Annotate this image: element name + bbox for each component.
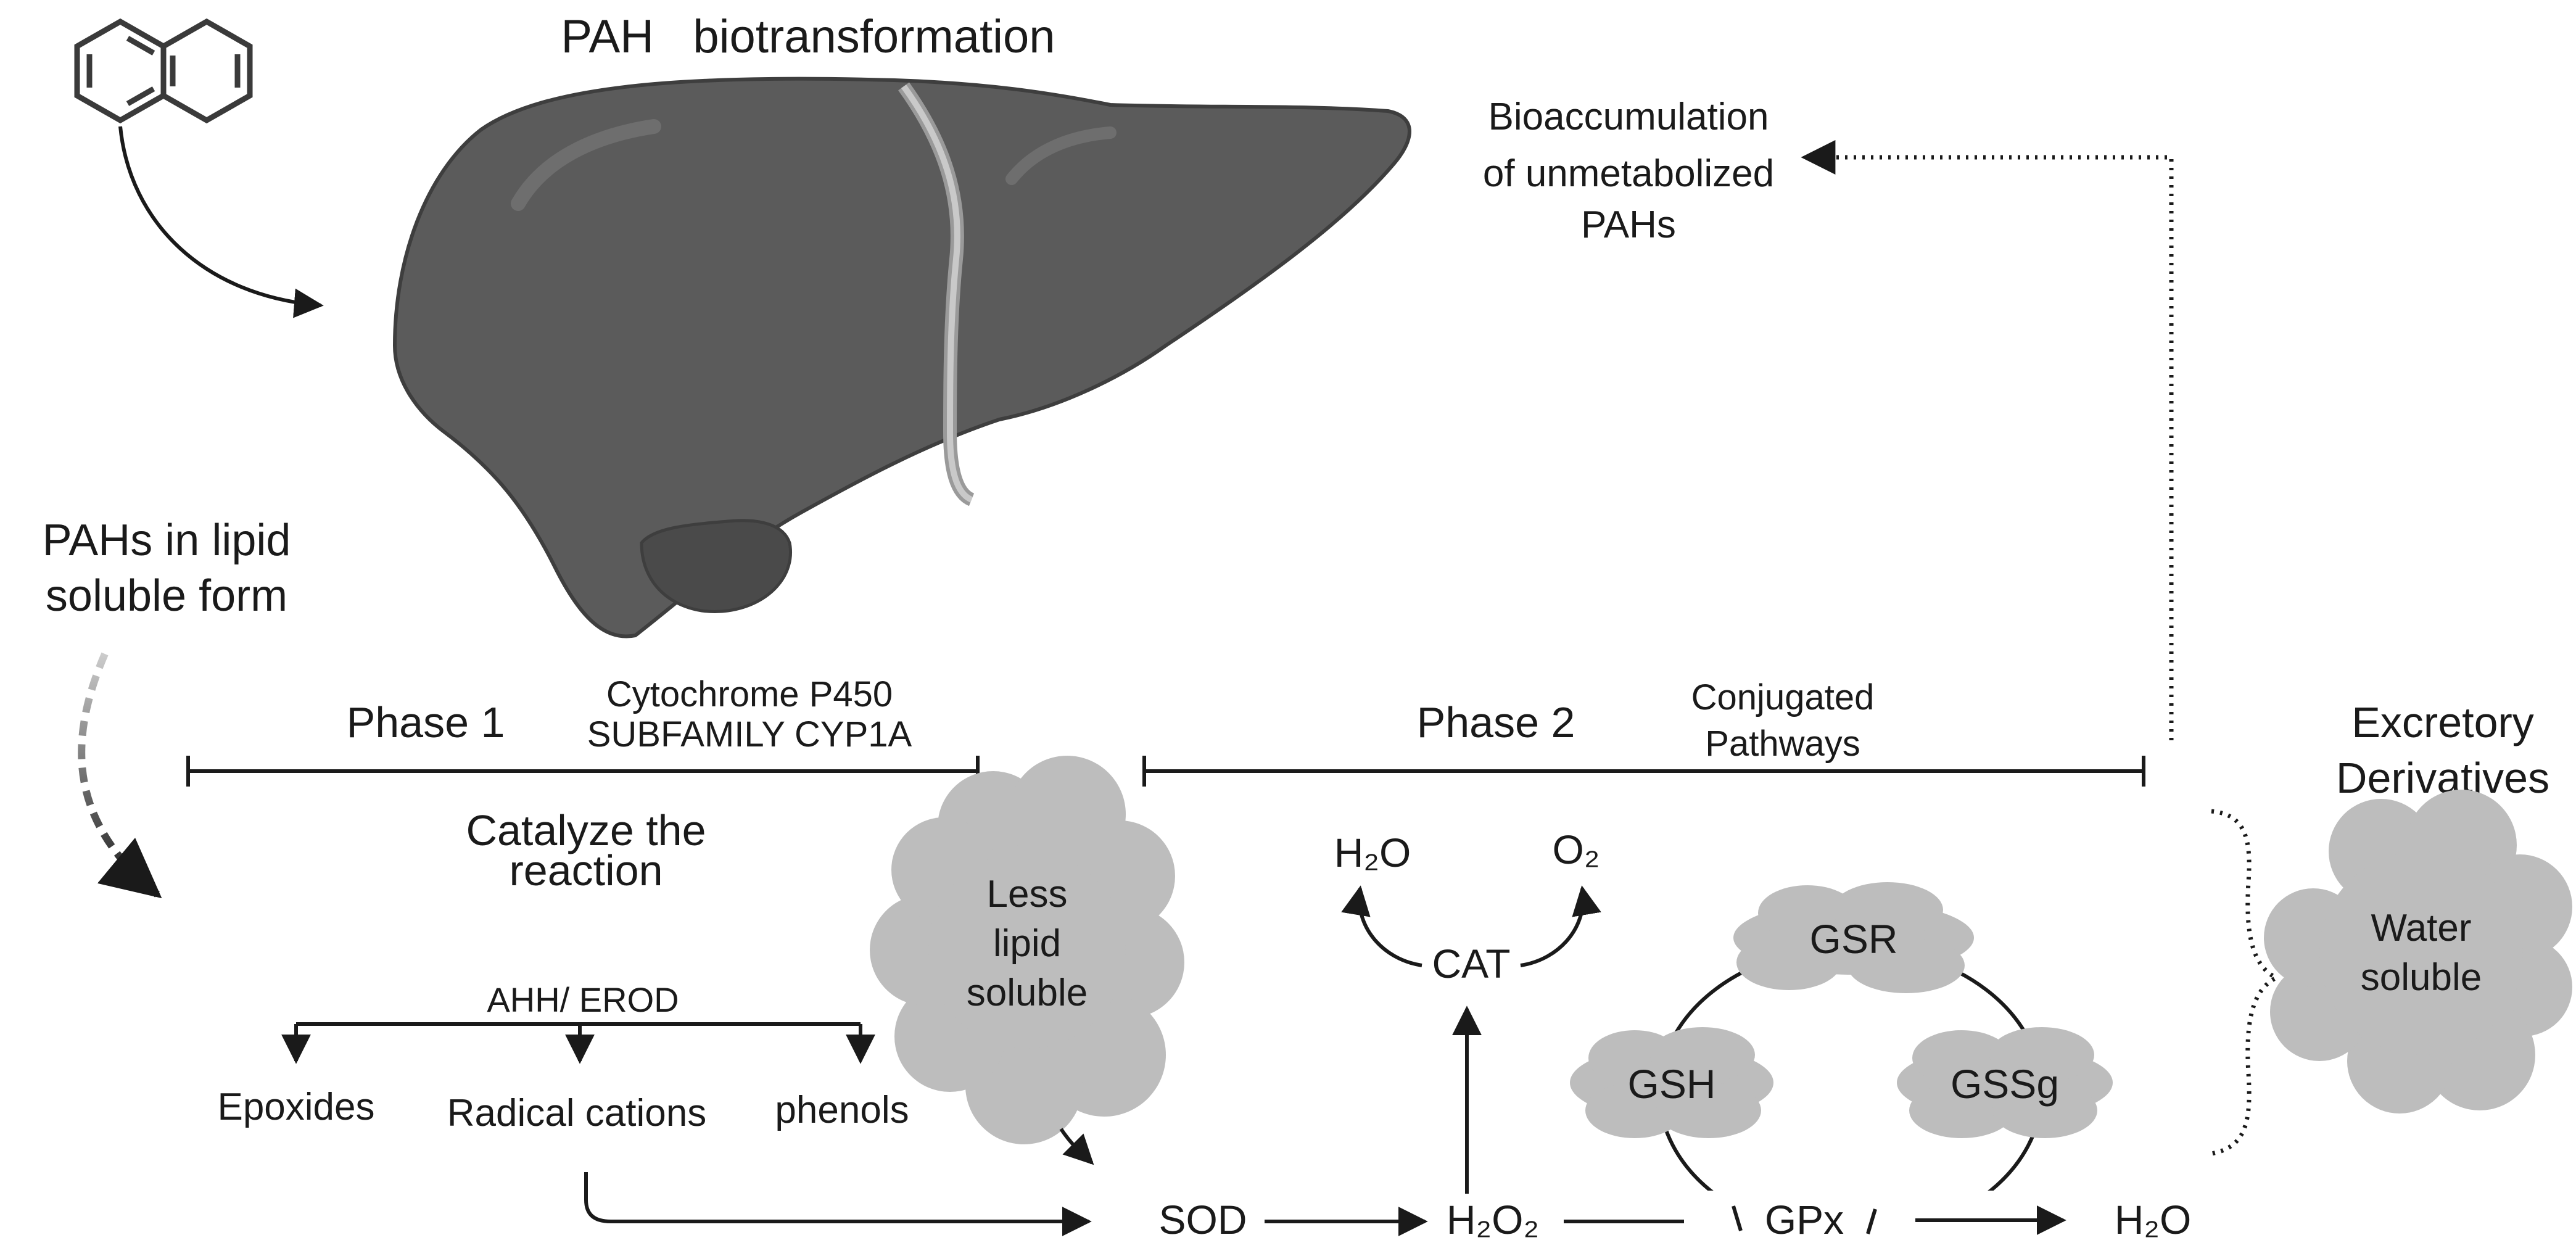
cat-product-o2: O₂ [1553,827,1600,872]
cat-to-h2o-arrow [1341,885,1422,967]
gsh-cloud [1570,1027,1773,1138]
final-h2o-label: H₂O [2115,1197,2192,1242]
less-lipid-line3: soluble [967,972,1088,1014]
svg-text:Pathways: Pathways [1705,724,1860,764]
svg-text:SUBFAMILY CYP1A: SUBFAMILY CYP1A [587,714,912,754]
diagram-title: PAH biotransformation [561,10,1055,63]
catalyze-label: Catalyze the reaction [466,806,706,894]
gssg-label: GSSg [1951,1061,2059,1107]
svg-text:Conjugated: Conjugated [1691,677,1875,717]
gssg-inhibition-tick [1866,1208,1877,1234]
less-lipid-line2: lipid [993,922,1061,965]
conjugated-pathways-label: Conjugated Pathways [1691,677,1875,764]
excretory-dotted-brace [2211,809,2281,1156]
gsr-label: GSR [1809,916,1897,962]
lipid-soluble-dashed-arrow [78,652,162,899]
gsr-cloud [1733,882,1974,993]
bioaccumulation-dotted-arrow [1801,140,2174,740]
cytochrome-label: Cytochrome P450 SUBFAMILY CYP1A [587,674,912,754]
molecule-to-liver-arrow [118,126,324,318]
pahs-lipid-soluble-label: PAHs in lipid soluble form [43,516,291,621]
svg-text:PAHs: PAHs [1581,204,1676,246]
svg-text:PAHs in lipid: PAHs in lipid [43,516,291,565]
svg-text:Cytochrome P450: Cytochrome P450 [606,674,893,714]
naphthalene-molecule-icon [74,18,253,124]
phase2-bracket [1142,756,2145,787]
product-phenols: phenols [775,1089,909,1131]
excretory-derivatives-label: Excretory Derivatives [2336,698,2549,802]
less-lipid-line1: Less [987,873,1068,915]
gssg-cloud [1897,1027,2113,1138]
phase1-label: Phase 1 [347,698,505,746]
less-lipid-soluble-cloud [870,756,1184,1144]
svg-text:Excretory: Excretory [2351,698,2534,746]
svg-text:Bioaccumulation: Bioaccumulation [1488,96,1769,138]
bioaccumulation-label: Bioaccumulation of unmetabolized PAHs [1483,96,1774,246]
gpx-label: GPx [1765,1197,1844,1242]
h2o2-label: H₂O₂ [1447,1197,1539,1242]
cloud-to-sod-arrow [1059,1128,1094,1165]
water-soluble-cloud [2264,790,2572,1113]
svg-text:of unmetabolized: of unmetabolized [1483,152,1774,195]
ahh-erod-tree [281,1022,875,1064]
ahh-erod-label: AHH/ EROD [487,980,679,1019]
gsh-inhibition-tick [1732,1205,1743,1231]
svg-text:Catalyze the: Catalyze the [466,806,706,854]
radical-to-sod-arrow [584,1172,1092,1236]
water-soluble-line2: soluble [2361,956,2482,999]
phase2-label: Phase 2 [1417,698,1575,746]
svg-text:reaction: reaction [509,846,663,894]
water-soluble-line1: Water [2371,907,2471,949]
gsh-label: GSH [1627,1061,1715,1107]
product-epoxides: Epoxides [217,1086,374,1128]
phase1-bracket [186,756,980,787]
product-radical-cations: Radical cations [447,1092,706,1134]
liver-icon [392,76,1411,638]
svg-text:soluble form: soluble form [46,571,287,621]
cat-product-h2o: H₂O [1334,830,1411,875]
cat-to-o2-arrow [1520,885,1601,967]
cat-label: CAT [1432,941,1510,986]
sod-label: SOD [1158,1197,1247,1242]
